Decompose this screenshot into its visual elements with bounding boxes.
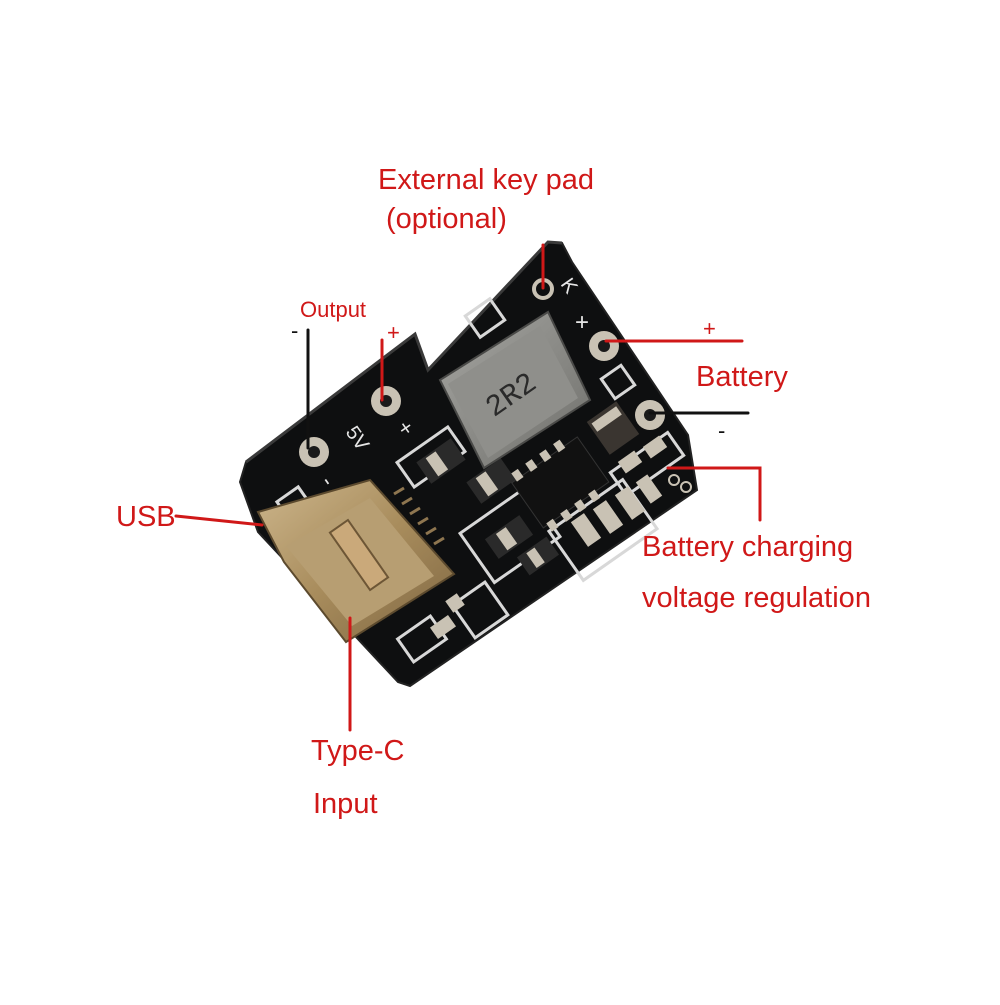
charging-leader	[666, 466, 762, 522]
usb-leader	[174, 514, 264, 527]
battery-minus-sign: -	[718, 418, 726, 443]
battery-label: Battery	[696, 361, 788, 393]
external-key-pad-label: External key pad	[378, 164, 595, 196]
battery-plus-sign: +	[703, 316, 716, 341]
output-plus-sign: +	[387, 320, 400, 345]
battery-charging-label: Battery charging	[642, 531, 854, 563]
annotation-lines	[174, 243, 762, 732]
type-c-label: Type-C	[311, 735, 405, 767]
usb-label: USB	[116, 501, 176, 533]
voltage-regulation-label: voltage regulation	[642, 582, 871, 614]
external-key-pad-optional-label: (optional)	[386, 203, 507, 235]
smd-components	[416, 401, 668, 640]
inductor: 2R2	[438, 310, 592, 470]
output-minus-sign: -	[291, 318, 299, 343]
output-label: Output	[300, 297, 367, 322]
ic-chip	[511, 436, 610, 532]
usb-c-connector	[256, 478, 456, 644]
silk-plus-bat: +	[575, 309, 589, 336]
input-label: Input	[313, 788, 378, 820]
